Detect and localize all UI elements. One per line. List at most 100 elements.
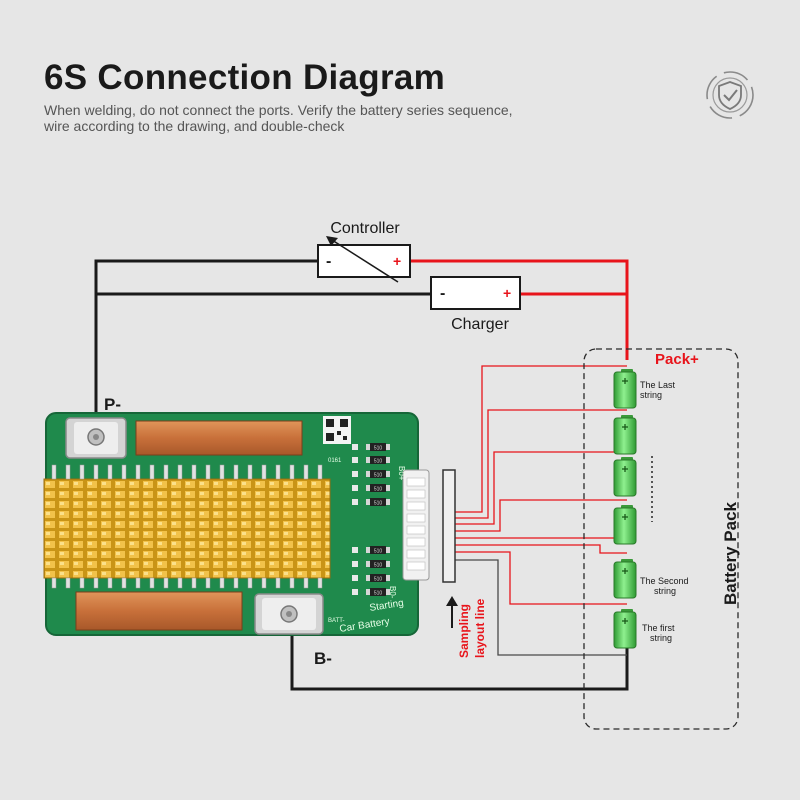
mosfet-leg	[93, 577, 99, 589]
mosfet-leg	[275, 464, 281, 480]
battery-pack: Pack+ Battery Pack The Last string The S…	[583, 348, 740, 730]
charger: - + Charger	[430, 276, 521, 333]
b-minus-terminal	[254, 593, 324, 635]
second-string-line1: The Second	[640, 576, 689, 586]
mosfet-leg	[65, 577, 71, 589]
mosfet-leg	[233, 464, 239, 480]
b-minus-label: B-	[314, 649, 332, 668]
subtitle-line-1: When welding, do not connect the ports. …	[44, 102, 513, 118]
resistor: 510	[352, 470, 390, 479]
battery-cell	[613, 609, 637, 649]
first-string-line1: The first	[642, 623, 675, 633]
first-string-line2: string	[650, 633, 672, 643]
last-string-line2: string	[640, 390, 662, 400]
charger-label: Charger	[451, 316, 509, 333]
mosfet-leg	[51, 577, 57, 589]
connector-pin	[406, 549, 426, 559]
charger-plus: +	[503, 285, 511, 301]
connector-pin	[406, 477, 426, 487]
resistor: 510	[352, 574, 390, 583]
resistor-code: 510	[374, 501, 383, 507]
mosfet-leg	[247, 464, 253, 480]
pcb-code-batt: BATT-	[328, 618, 345, 624]
mosfet-leg	[191, 464, 197, 480]
mosfet-leg	[79, 577, 85, 589]
mosfet-leg	[107, 577, 113, 589]
connector-pin	[406, 489, 426, 499]
sampling-wires	[445, 365, 627, 656]
mosfet-leg	[261, 577, 267, 589]
mosfet-leg	[177, 577, 183, 589]
mosfet-leg	[163, 464, 169, 480]
mosfet-leg	[205, 464, 211, 480]
mosfet-leg	[79, 464, 85, 480]
balance-connector	[402, 469, 430, 581]
shield-icon	[706, 71, 754, 119]
page-title: 6S Connection Diagram	[44, 58, 446, 97]
mosfet-leg	[289, 577, 295, 589]
mosfet-leg	[247, 577, 253, 589]
battery-cell	[613, 369, 637, 409]
mosfet-leg	[149, 577, 155, 589]
resistor-code: 510	[374, 549, 383, 555]
resistor: 510	[352, 456, 390, 465]
second-string-line2: string	[654, 586, 676, 596]
pack-plus-label: Pack+	[655, 351, 699, 368]
resistor-code: 510	[374, 591, 383, 597]
mosfet-leg	[289, 464, 295, 480]
starting-text: Starting	[369, 598, 405, 614]
pcb-code-b0minus: B0-	[388, 586, 397, 599]
battery-pack-label: Battery Pack	[721, 501, 740, 605]
connector-pin	[406, 501, 426, 511]
mosfet-leg	[121, 577, 127, 589]
resistor-code: 510	[374, 459, 383, 465]
resistor: 510	[352, 560, 390, 569]
mosfet-leg	[51, 464, 57, 480]
mosfet-leg	[163, 577, 169, 589]
sampling-label-line1: Sampling	[457, 604, 471, 658]
resistor-code: 510	[374, 473, 383, 479]
red-wires	[410, 259, 629, 360]
mosfet-leg	[135, 577, 141, 589]
mosfet-leg	[205, 577, 211, 589]
connector-pin	[406, 537, 426, 547]
resistor-array: 510 510 510 510 510 510 510 510 510	[352, 443, 390, 597]
mosfet-leg	[233, 577, 239, 589]
charger-minus: -	[440, 285, 445, 302]
sampling-arrow	[446, 596, 458, 628]
mosfet-leg	[65, 464, 71, 480]
mosfet-leg	[121, 464, 127, 480]
p-minus-terminal	[65, 417, 127, 459]
mosfet-leg	[261, 464, 267, 480]
mosfet-leg	[135, 464, 141, 480]
page-subtitle: When welding, do not connect the ports. …	[44, 102, 644, 134]
mosfet-leg	[93, 464, 99, 480]
battery-cell	[613, 415, 637, 455]
last-string-line1: The Last	[640, 380, 676, 390]
connector-pin	[406, 525, 426, 535]
resistor: 510	[352, 443, 390, 452]
battery-cell	[613, 457, 637, 497]
mosfet-leg	[219, 464, 225, 480]
sampling-label-line2: layout line	[473, 598, 487, 658]
battery-cell	[613, 505, 637, 545]
qr-code	[323, 416, 351, 444]
mosfet-leg	[107, 464, 113, 480]
resistor: 510	[352, 546, 390, 555]
mosfet-leg	[317, 464, 323, 480]
resistor-code: 510	[374, 487, 383, 493]
mosfet-leg	[303, 464, 309, 480]
resistor-code: 510	[374, 446, 383, 452]
heatsink	[43, 464, 331, 589]
mosfet-leg	[177, 464, 183, 480]
connector-pin	[406, 561, 426, 571]
controller-positive-wire	[410, 259, 629, 360]
resistor-code: 510	[374, 563, 383, 569]
pcb-code-0161: 0161	[328, 458, 342, 464]
resistor-code: 510	[374, 577, 383, 583]
controller-negative-wire	[94, 259, 318, 412]
controller-plus: +	[393, 253, 401, 269]
mosfet-leg	[219, 577, 225, 589]
